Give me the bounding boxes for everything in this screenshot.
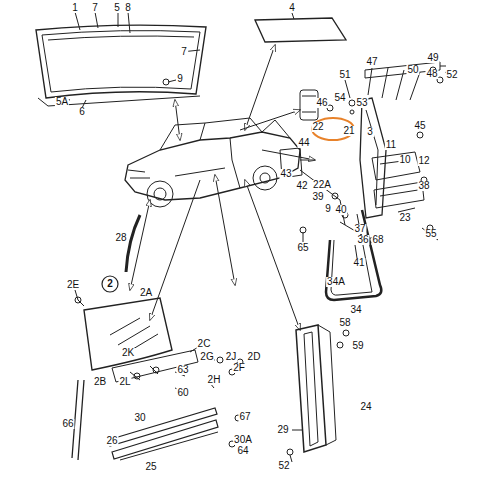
callout-number: 2A — [139, 288, 153, 298]
callout-number: 59 — [351, 341, 364, 351]
callout-number: 30A — [233, 435, 253, 445]
callout-number: 44 — [297, 138, 310, 148]
callout-number: 6 — [78, 107, 86, 117]
callout-number: 34 — [349, 305, 362, 315]
callout-number: 2C — [197, 339, 212, 349]
callout-number: 5A — [55, 97, 69, 107]
callout-number: 4 — [288, 3, 296, 13]
callout-number: 42 — [295, 181, 308, 191]
callout-number: 37 — [353, 224, 366, 234]
callout-number: 53 — [355, 98, 368, 108]
callout-number: 2G — [199, 352, 214, 362]
callout-number: 51 — [338, 70, 351, 80]
callout-number: 52 — [445, 70, 458, 80]
callout-number: 2B — [93, 377, 107, 387]
callout-number: 2F — [232, 363, 246, 373]
callout-number: 47 — [365, 57, 378, 67]
callout-number: 26 — [105, 436, 118, 446]
callout-number: 46 — [315, 98, 328, 108]
callout-number: 54 — [333, 93, 346, 103]
callout-number: 40 — [334, 205, 347, 215]
callout-number: 24 — [359, 402, 372, 412]
callout-number: 2L — [118, 377, 131, 387]
callout-number: 21 — [342, 126, 355, 136]
callout-number: 64 — [236, 446, 249, 456]
callout-number: 9 — [176, 74, 184, 84]
callout-number: 55 — [424, 229, 437, 239]
callout-number: 50 — [406, 65, 419, 75]
callout-number: 49 — [426, 53, 439, 63]
callout-number: 2E — [66, 280, 80, 290]
callout-number: 48 — [425, 69, 438, 79]
callout-number: 66 — [61, 419, 74, 429]
callout-number: 23 — [398, 213, 411, 223]
callout-number: 9 — [324, 204, 332, 214]
callout-number: 22A — [312, 180, 332, 190]
callout-number: 63 — [176, 365, 189, 375]
callout-number: 2D — [247, 352, 262, 362]
callout-number: 30 — [133, 413, 146, 423]
callout-number: 60 — [176, 388, 189, 398]
callout-number: 28 — [114, 233, 127, 243]
callout-number: 5 — [113, 3, 121, 13]
callout-number: 29 — [276, 425, 289, 435]
callout-number: 52 — [277, 461, 290, 471]
callout-number: 2 — [106, 279, 114, 289]
callout-number: 7 — [180, 47, 188, 57]
callout-number: 10 — [398, 155, 411, 165]
callout-number: 43 — [279, 169, 292, 179]
callout-number: 39 — [311, 192, 324, 202]
callout-number: 12 — [417, 156, 430, 166]
callout-number: 41 — [352, 258, 365, 268]
callout-number: 25 — [144, 462, 157, 472]
callout-number: 68 — [371, 235, 384, 245]
callout-number: 22 — [311, 122, 324, 132]
callout-number: 11 — [385, 140, 397, 150]
callout-number: 8 — [124, 3, 132, 13]
callout-number: 34A — [326, 277, 346, 287]
callout-number: 65 — [296, 243, 309, 253]
callout-number: 1 — [71, 3, 79, 13]
callout-number: 2J — [225, 352, 238, 362]
callout-number: 2K — [121, 348, 135, 358]
callout-number: 58 — [338, 318, 351, 328]
callout-number: 7 — [91, 3, 99, 13]
callout-number: 67 — [238, 412, 251, 422]
callout-number: 3 — [366, 127, 374, 137]
callout-number: 2H — [207, 375, 222, 385]
callout-number: 38 — [417, 181, 430, 191]
callout-number: 36 — [356, 235, 369, 245]
callout-number: 45 — [413, 121, 426, 131]
